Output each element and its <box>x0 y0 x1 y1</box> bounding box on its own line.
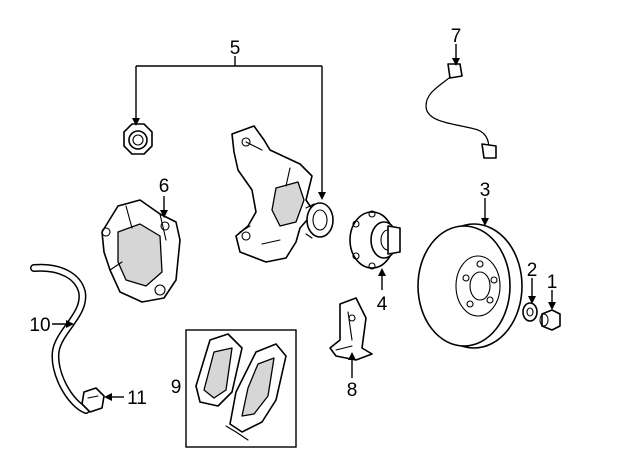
part-9-brake-pads-box[interactable] <box>185 329 297 448</box>
part-5-nut[interactable] <box>123 123 153 155</box>
part-4-hub-bearing[interactable] <box>349 210 401 270</box>
part-8-bracket[interactable] <box>329 297 373 361</box>
callout-8: 8 <box>347 380 358 401</box>
part-2-washer[interactable] <box>522 302 538 322</box>
callout-3: 3 <box>480 180 491 201</box>
leader-lines <box>52 44 556 401</box>
callout-9: 9 <box>171 377 182 398</box>
callout-4: 4 <box>377 294 388 315</box>
callout-5: 5 <box>230 38 241 59</box>
part-6-brake-caliper[interactable] <box>101 199 181 303</box>
callout-7: 7 <box>451 26 462 47</box>
callout-1: 1 <box>547 272 558 293</box>
callout-10: 10 <box>29 315 50 336</box>
part-3-brake-rotor[interactable] <box>417 223 523 349</box>
callout-6: 6 <box>159 176 170 197</box>
part-10-sensor-wire[interactable] <box>30 263 90 414</box>
part-11-sensor-connector[interactable] <box>81 387 105 413</box>
part-7-brake-hose[interactable] <box>425 63 497 159</box>
callout-labels: 5 6 7 3 4 8 2 1 9 10 11 <box>29 26 557 409</box>
callout-2: 2 <box>527 260 538 281</box>
part-1-cap[interactable] <box>539 309 561 331</box>
part-5-steering-knuckle[interactable] <box>231 125 334 263</box>
callout-11: 11 <box>127 388 147 409</box>
